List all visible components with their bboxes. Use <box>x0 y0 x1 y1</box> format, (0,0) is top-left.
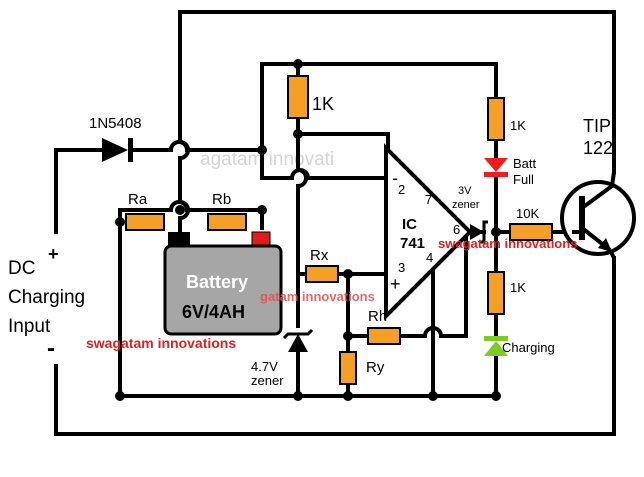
watermark-ghost: agatam innovati <box>200 149 334 170</box>
resistor-10k-base <box>509 223 553 241</box>
diode-1n5408 <box>102 138 133 162</box>
input-minus-sign: - <box>47 335 55 362</box>
resistor-ra <box>125 213 165 231</box>
resistor-10k-base-label: 10K <box>516 206 539 221</box>
resistor-rh-label: Rh <box>368 308 387 325</box>
wire-top-loop <box>178 10 616 174</box>
zener-3v-label-2: zener <box>452 199 480 211</box>
resistor-rx-label: Rx <box>310 247 329 264</box>
opamp-label-741: 741 <box>400 235 425 252</box>
wire-bottom-return <box>54 256 616 436</box>
junction <box>175 205 185 215</box>
zener-4-7v <box>282 328 314 352</box>
resistor-1k-led-bottom-label: 1K <box>510 280 526 295</box>
transistor-tip122 <box>560 171 636 259</box>
watermark-mid: gatam innovations <box>260 289 375 304</box>
opamp-plus-sign: + <box>390 274 401 294</box>
resistor-1k-led-top-label: 1K <box>510 118 526 133</box>
junction <box>491 227 501 237</box>
junction <box>343 269 353 279</box>
zener-4-7v-label-2: zener <box>251 373 284 388</box>
resistor-rx <box>305 265 339 283</box>
transistor-label-2: 122 <box>583 138 613 158</box>
diode-label: 1N5408 <box>89 115 142 132</box>
led-batt-full-label-2: Full <box>513 172 534 187</box>
opamp-ic741 <box>384 143 473 321</box>
opamp-label-ic: IC <box>402 216 417 233</box>
junction <box>491 391 501 401</box>
input-plus-sign: + <box>48 244 59 264</box>
resistor-1k-top <box>287 75 309 119</box>
resistor-rb-label: Rb <box>212 191 231 208</box>
wire-left-vertical <box>178 10 190 236</box>
watermark-main: swagatam innovations <box>86 335 236 351</box>
resistor-1k-led-top <box>487 97 505 141</box>
led-batt-full-label-1: Batt <box>513 156 537 171</box>
opamp-minus-sign: - <box>392 168 398 188</box>
junction <box>428 391 438 401</box>
wire-rh <box>346 272 370 338</box>
zener-4-7v-label-1: 4.7V <box>251 359 278 374</box>
opamp-pin2: 2 <box>398 182 405 197</box>
junction-dots <box>115 59 501 401</box>
resistor-1k-led-bottom <box>487 271 505 315</box>
led-charging-label: Charging <box>502 340 555 355</box>
junction <box>293 59 303 69</box>
junction <box>257 145 267 155</box>
junction <box>343 331 353 341</box>
junction <box>115 217 125 227</box>
junction <box>343 391 353 401</box>
zener-3v-label-1: 3V <box>458 185 472 197</box>
opamp-pin3: 3 <box>398 260 405 275</box>
input-label-2: Charging <box>8 287 85 308</box>
led-charging <box>484 336 508 356</box>
opamp-pin4: 4 <box>426 250 433 265</box>
resistor-rb <box>207 213 247 231</box>
battery-6v-4ah <box>163 231 283 336</box>
junction <box>115 391 125 401</box>
wire-1k-bottom <box>296 116 390 136</box>
resistor-ry-label: Ry <box>366 359 385 376</box>
led-batt-full <box>484 158 508 177</box>
opamp-pin6: 6 <box>453 222 460 237</box>
junction <box>293 129 303 139</box>
opamp-pin7: 7 <box>425 192 432 207</box>
wire-zener47-top <box>296 132 308 328</box>
input-label-3: Input <box>8 316 51 337</box>
resistor-ry <box>339 351 357 385</box>
junction <box>293 391 303 401</box>
wire-upper-network <box>260 62 498 152</box>
resistor-rh <box>367 327 401 345</box>
battery-label-1: Battery <box>186 272 248 292</box>
resistor-1k-top-label: 1K <box>312 94 334 114</box>
input-label-1: DC <box>8 258 35 279</box>
junction <box>257 205 267 215</box>
watermark-right: swagatam innovations <box>438 236 577 251</box>
battery-label-2: 6V/4AH <box>182 302 245 322</box>
resistor-ra-label: Ra <box>128 191 148 208</box>
wire-diode-to-node <box>130 140 264 152</box>
zener-3v <box>470 220 488 244</box>
transistor-label-1: TIP <box>583 116 611 136</box>
